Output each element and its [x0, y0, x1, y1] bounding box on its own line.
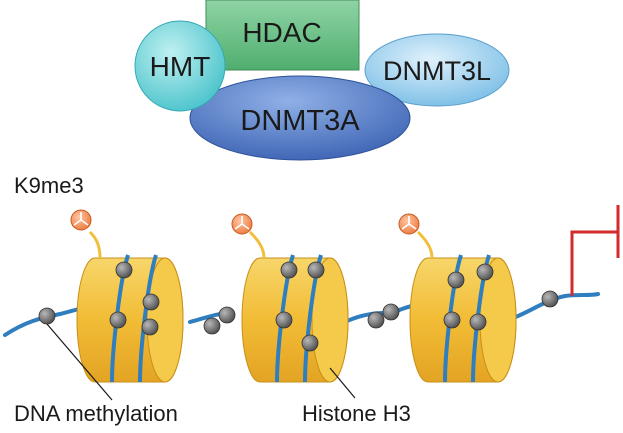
repressed-promoter-icon [570, 205, 620, 296]
hmt-label: HMT [150, 51, 211, 82]
methyl-bead [115, 261, 133, 279]
k9me3-mark [70, 209, 92, 231]
methyl-bead [141, 318, 159, 336]
linker-methyl-beads [38, 290, 559, 335]
methyl-bead [443, 311, 461, 329]
nucleosome-1 [70, 209, 184, 383]
histone-h3-leader [329, 367, 356, 399]
hdac-label: HDAC [242, 17, 321, 48]
nucleosome-3 [398, 213, 517, 383]
methyl-bead [38, 307, 56, 325]
methyl-bead [476, 263, 494, 281]
methyl-bead [142, 293, 160, 311]
dna-methylation-leader [46, 323, 113, 401]
histone-tail [88, 230, 102, 259]
histone-h3-label: Histone H3 [302, 401, 411, 426]
dnmt3l-label: DNMT3L [383, 56, 491, 86]
methyl-bead [541, 290, 559, 308]
dna-strand [3, 292, 600, 337]
k9me3-label: K9me3 [14, 173, 84, 198]
methyl-bead [367, 311, 385, 329]
methyl-bead [469, 313, 487, 331]
nucleosome-2 [231, 213, 349, 383]
methyl-bead [203, 317, 221, 335]
dnmt3l-protein: DNMT3L [364, 33, 510, 107]
k9me3-mark [231, 213, 253, 235]
methyl-bead [218, 306, 236, 324]
hmt-protein: HMT [134, 20, 226, 112]
methyl-bead [447, 271, 465, 289]
histone-tail [416, 230, 434, 259]
methyl-bead [301, 334, 319, 352]
methyl-bead [280, 261, 298, 279]
methyl-bead [307, 261, 325, 279]
histone-tail [248, 230, 266, 259]
hdac-protein: HDAC [205, 0, 360, 71]
dnmt3a-protein: DNMT3A [189, 75, 411, 161]
protein-complex: HDAC DNMT3L DNMT3A HMT [134, 0, 510, 161]
methyl-bead [275, 311, 293, 329]
dnmt3a-label: DNMT3A [240, 105, 360, 137]
methyl-bead [109, 311, 127, 329]
k9me3-mark [398, 213, 420, 235]
methyl-bead [382, 303, 400, 321]
dna-methylation-label: DNA methylation [14, 401, 178, 426]
